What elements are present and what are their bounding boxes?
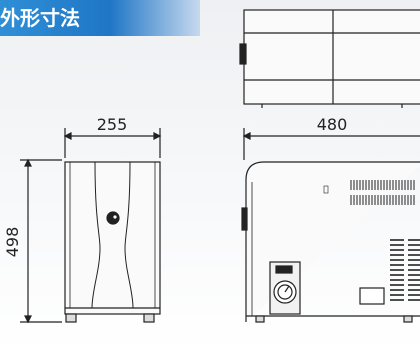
section-title-bar [0,0,200,36]
side-label-plate [359,287,385,305]
top-view-handle [239,43,247,65]
dim-label-498: 498 [3,227,22,258]
top-view-outline [243,9,420,105]
side-view [241,161,420,323]
dimension-498 [20,158,62,324]
dimension-480 [242,128,420,160]
front-view-outline [64,161,161,315]
dim-label-255: 255 [97,115,128,134]
top-view [239,9,420,108]
front-panel-knob [106,211,120,225]
lower-vents [390,239,420,301]
dimension-255 [63,128,162,158]
front-view [64,161,161,323]
upper-vents [350,180,415,205]
section-title: 外形寸法 [0,6,80,30]
dim-label-480: 480 [317,115,348,134]
